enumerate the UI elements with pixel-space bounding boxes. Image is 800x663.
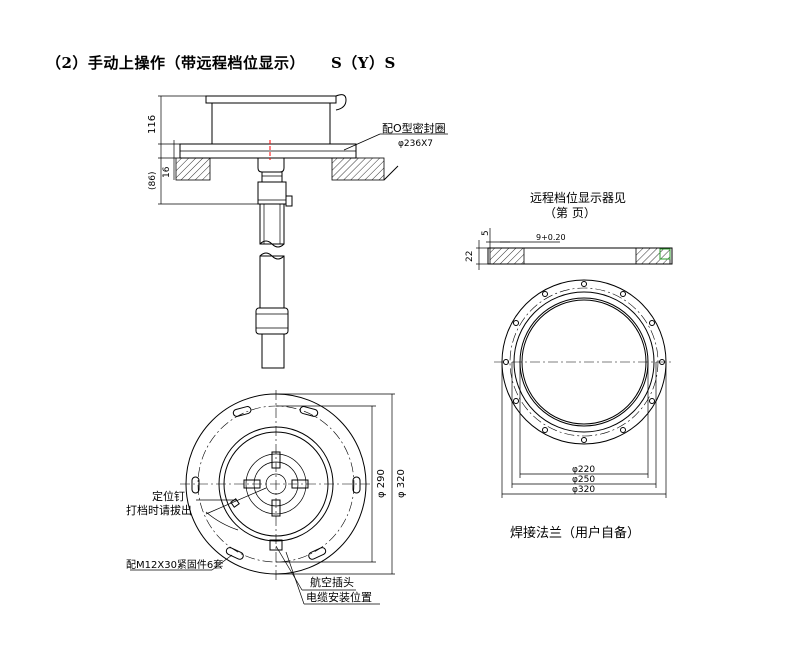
coupling: [257, 181, 287, 205]
dim-shaft: (86): [148, 172, 158, 190]
neck: [257, 158, 285, 173]
dim-depth: 5: [481, 230, 491, 236]
dim-d3: φ320: [572, 485, 595, 495]
side-view: 116 16 (86) 配O型密封圈 φ236X7: [147, 94, 448, 369]
fastener-label: 配M12X30紧固件6套: [126, 558, 223, 571]
seal-label: 配O型密封圈: [382, 121, 446, 135]
deck-right: [331, 157, 385, 181]
locating-pin: [230, 498, 240, 508]
dim-groove: 9+0.20: [536, 233, 566, 242]
flange-view: 远程档位显示器见 （第 页） 5 22 9+0.20: [465, 190, 674, 541]
shaft-upper: [259, 203, 285, 245]
dim-inner: φ 290: [376, 469, 387, 498]
handle-hook: [335, 94, 347, 111]
dim-d1: φ220: [572, 465, 595, 475]
flange-section: [487, 247, 673, 265]
flange-note-line2: （第 页）: [544, 206, 596, 220]
deck-left: [175, 157, 211, 181]
pin-label: 定位钉: [152, 489, 185, 503]
dim-d2: φ250: [572, 475, 595, 485]
dim-flange: 16: [162, 166, 172, 178]
shaft-end: [261, 333, 285, 369]
page-heading: （2）手动上操作（带远程档位显示） S（Y）S: [46, 52, 396, 73]
flange-caption: 焊接法兰（用户自备）: [510, 525, 640, 541]
shaft-lower: [259, 255, 285, 309]
heading-title: （2）手动上操作（带远程档位显示）: [46, 54, 305, 72]
flange-green-mark: [659, 248, 671, 260]
flange-note-line1: 远程档位显示器见: [530, 190, 626, 205]
cable-label: 电缆安装位置: [306, 590, 372, 604]
flange-bolt-holes: [503, 281, 665, 443]
dim-thickness: 22: [465, 251, 475, 262]
pin-note: 打档时请拔出: [126, 503, 192, 517]
heading-code: S（Y）S: [330, 54, 396, 72]
seal-spec: φ236X7: [398, 139, 433, 149]
housing-body: [211, 102, 331, 145]
neck-collar: [261, 171, 283, 183]
top-view: φ 290 φ 320 定位钉 打档时请拔出 配M12X30紧固件6套 航空插头…: [126, 390, 407, 605]
aviation-plug: [269, 539, 283, 551]
housing-cap: [205, 95, 337, 104]
plug-label: 航空插头: [310, 575, 354, 589]
dim-outer: φ 320: [396, 469, 407, 498]
shaft-clamp: [255, 307, 289, 335]
dim-height: 116: [147, 115, 158, 134]
bolt-slots: [191, 406, 361, 560]
